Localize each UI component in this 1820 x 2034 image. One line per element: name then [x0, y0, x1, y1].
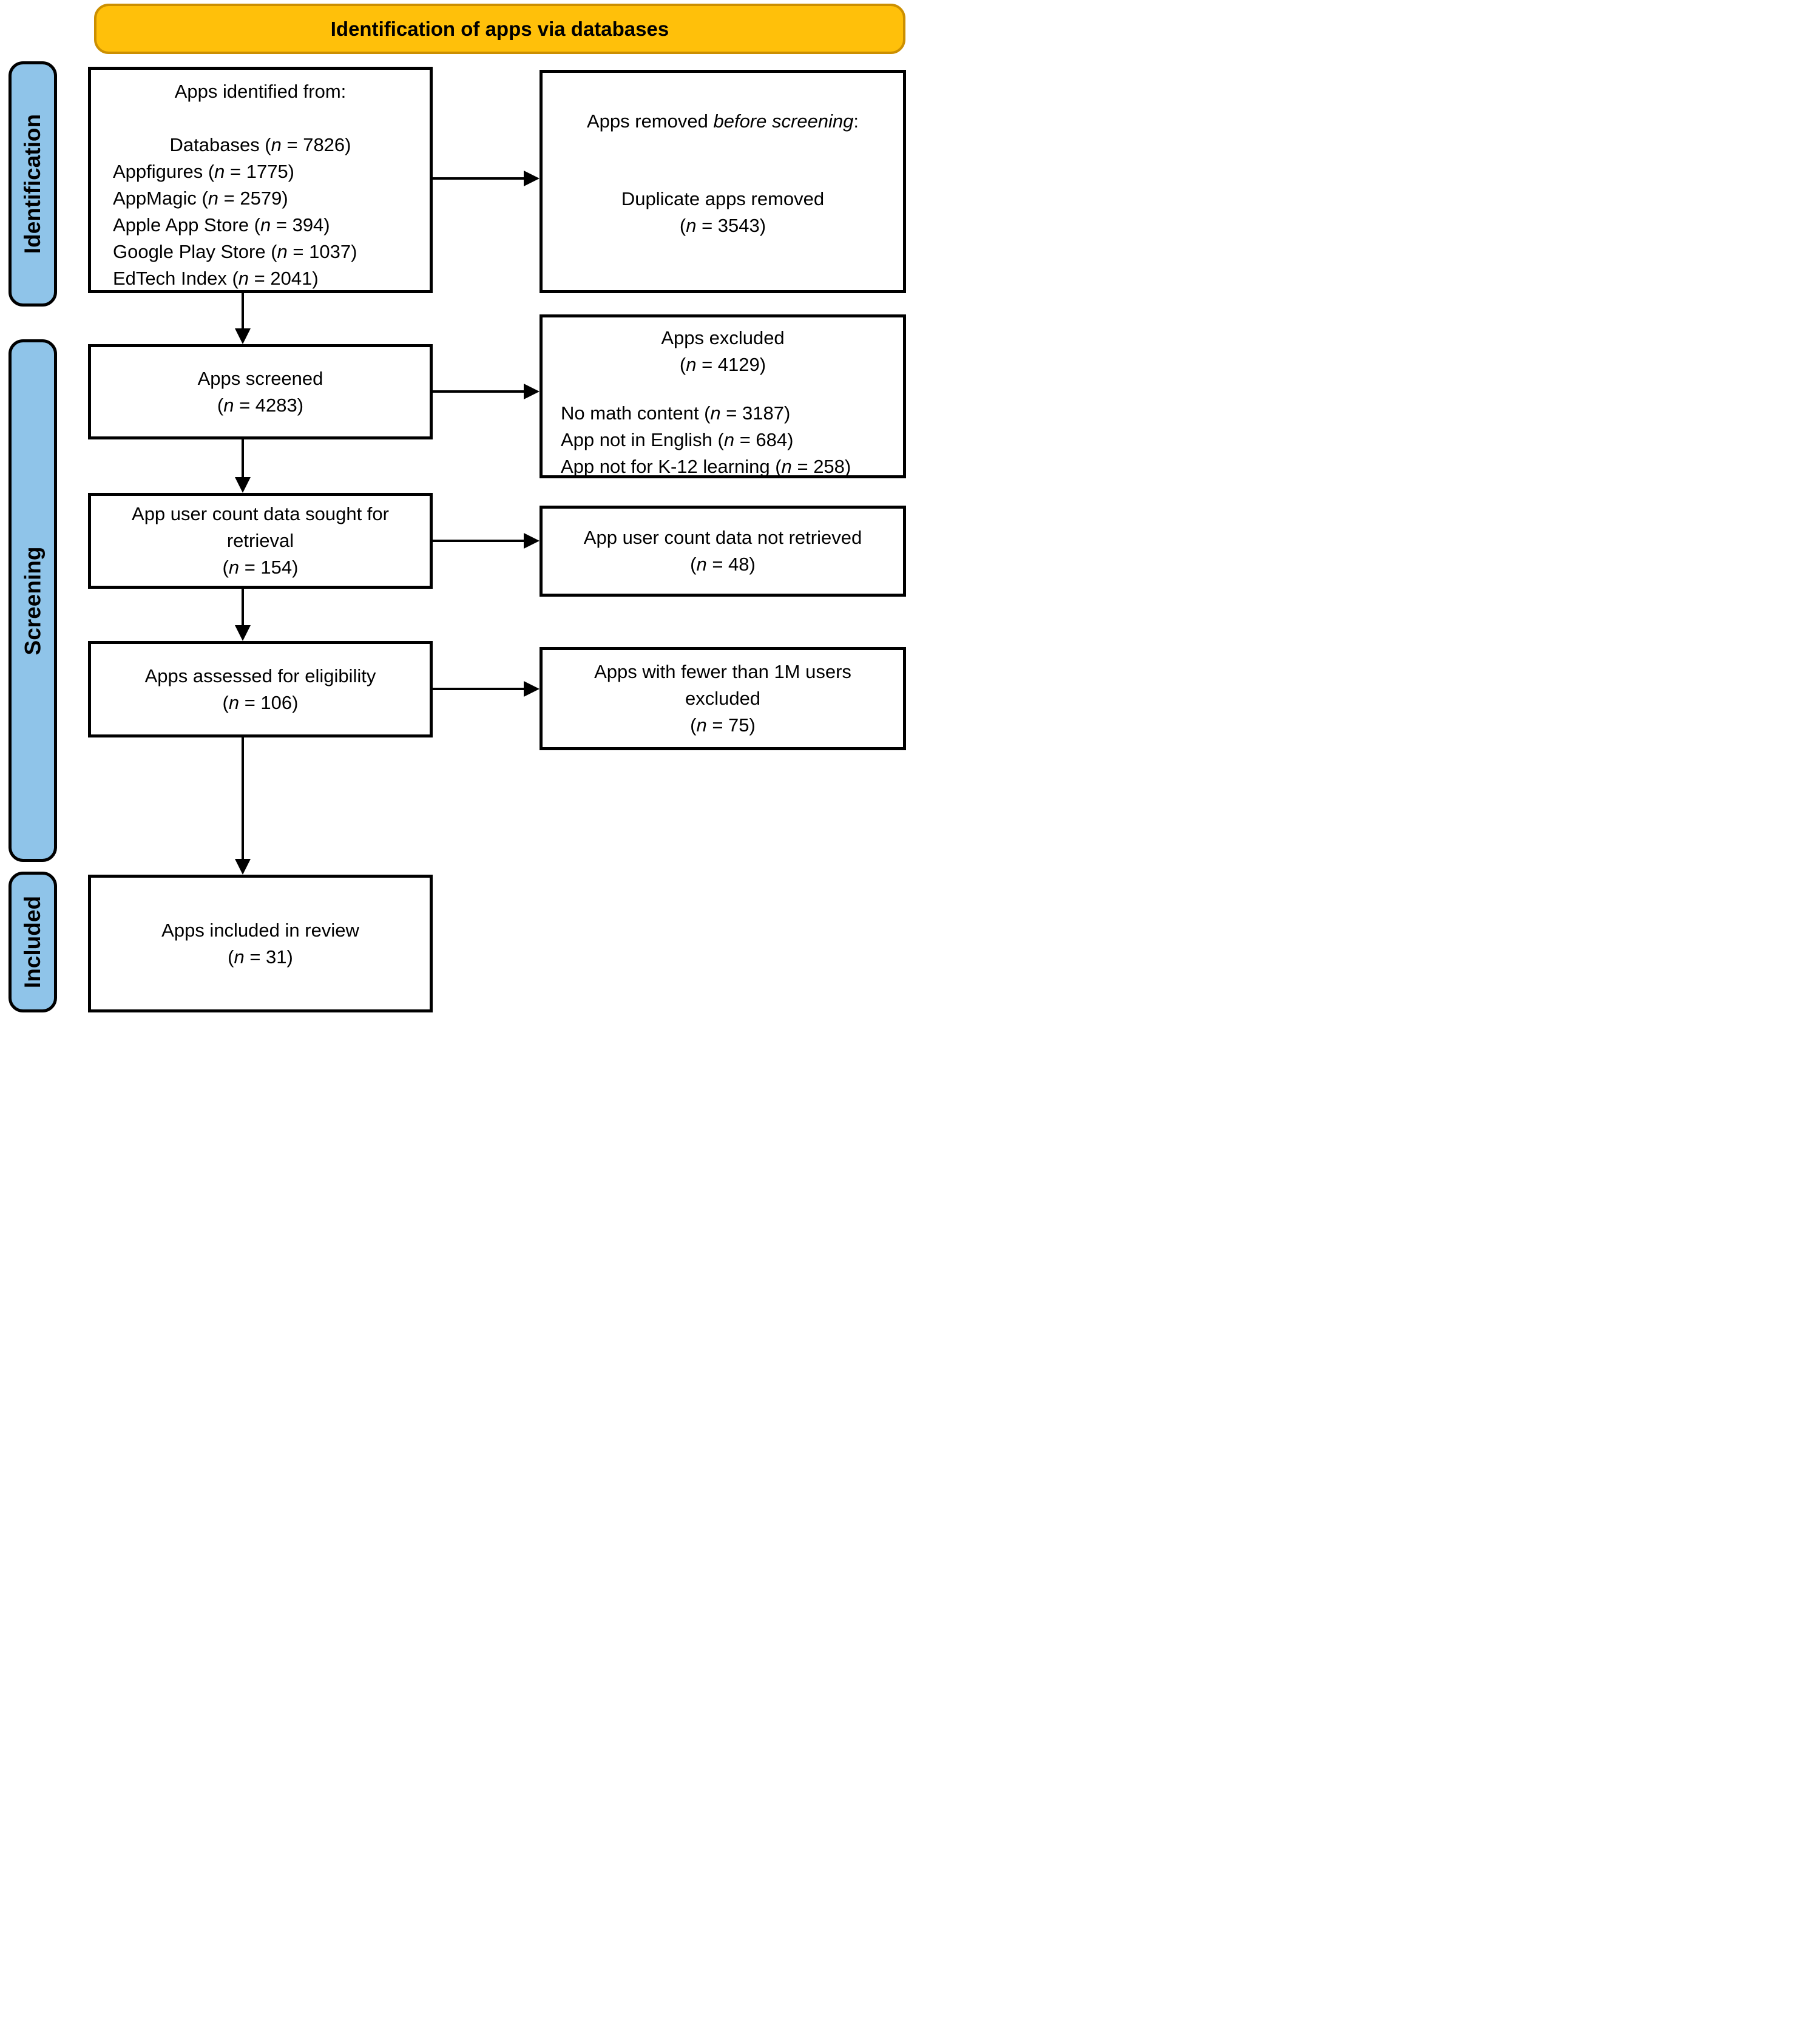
prisma-flow-diagram: Identification of apps via databases Ide…	[0, 0, 910, 1017]
banner-identification-of-apps: Identification of apps via databases	[94, 4, 905, 54]
box-title: Apps identified from:	[174, 81, 347, 102]
arrow-sought-to-assessed-line	[242, 589, 244, 626]
box-line: Apple App Store (n = 394)	[113, 214, 330, 236]
box-line: App user count data not retrieved	[583, 527, 862, 548]
box-line: Apps assessed for eligibility	[144, 665, 376, 686]
arrow-screened-to-excluded-line	[433, 390, 527, 393]
box-apps-screened: Apps screened (n = 4283)	[88, 344, 433, 439]
arrow-down-icon	[235, 477, 251, 493]
box-line: No math content (n = 3187)	[561, 402, 791, 424]
arrow-screened-to-sought-line	[242, 439, 244, 478]
arrow-down-icon	[235, 859, 251, 875]
box-line: Google Play Store (n = 1037)	[113, 241, 357, 262]
box-line: App not in English (n = 684)	[561, 429, 794, 450]
box-title: Apps removed before screening:	[586, 110, 859, 132]
arrow-right-icon	[524, 384, 540, 399]
box-line: Apps screened	[197, 367, 323, 389]
stage-identification-label: Identification	[20, 114, 46, 254]
stage-screening: Screening	[8, 339, 57, 862]
box-count: (n = 4129)	[679, 354, 766, 375]
stage-included: Included	[8, 872, 57, 1012]
box-line: App user count data sought for	[132, 503, 389, 524]
arrow-assessed-to-included-line	[242, 737, 244, 860]
box-line: (n = 4283)	[217, 394, 304, 416]
arrow-right-icon	[524, 681, 540, 697]
box-line: AppMagic (n = 2579)	[113, 188, 288, 209]
box-user-count-sought: App user count data sought for retrieval (…	[88, 493, 433, 589]
box-fewer-than-1m-users-excluded: Apps with fewer than 1M users excluded (n …	[540, 647, 906, 750]
source-list: Appfigures (n = 1775) AppMagic (n = 2579)…	[91, 158, 430, 292]
box-line: App not for K-12 learning (n = 258)	[561, 456, 851, 477]
stage-identification: Identification	[8, 61, 57, 307]
box-lines: App user count data sought for retrieval (…	[91, 496, 430, 586]
blank-line	[543, 135, 903, 186]
box-line: (n = 154)	[222, 557, 299, 578]
box-line: Duplicate apps removed	[621, 188, 825, 209]
box-apps-assessed: Apps assessed for eligibility (n = 106)	[88, 641, 433, 737]
arrow-identified-to-removed-line	[433, 177, 527, 180]
arrow-identified-to-screened-line	[242, 293, 244, 331]
arrow-down-icon	[235, 328, 251, 344]
box-user-count-not-retrieved: App user count data not retrieved (n = 48…	[540, 506, 906, 597]
box-line: (n = 106)	[222, 691, 299, 713]
box-lines: Apps with fewer than 1M users excluded (n …	[543, 650, 903, 747]
arrow-assessed-to-fewer-line	[433, 688, 527, 690]
box-line: Appfigures (n = 1775)	[113, 161, 295, 182]
arrow-sought-to-notretrieved-line	[433, 540, 527, 542]
arrow-right-icon	[524, 171, 540, 186]
box-line: excluded	[685, 688, 761, 709]
box-apps-excluded: Apps excluded (n = 4129) No math content…	[540, 314, 906, 478]
blank-line	[91, 105, 430, 132]
blank-line	[543, 378, 903, 400]
box-line: (n = 75)	[690, 714, 756, 736]
box-line: Apps included in review	[161, 919, 359, 941]
box-apps-identified: Apps identified from: Databases (n = 782…	[88, 67, 433, 293]
banner-label: Identification of apps via databases	[330, 17, 669, 40]
stage-screening-label: Screening	[20, 546, 45, 655]
box-lines: Duplicate apps removed (n = 3543)	[543, 186, 903, 239]
box-line: Apps with fewer than 1M users	[594, 661, 851, 682]
box-line: (n = 3543)	[679, 215, 766, 236]
box-lines: App user count data not retrieved (n = 48…	[543, 509, 903, 594]
box-line: retrieval	[226, 530, 294, 551]
box-line: (n = 31)	[228, 946, 293, 968]
box-title: Apps excluded	[661, 327, 785, 348]
box-lines: Apps assessed for eligibility (n = 106)	[91, 644, 430, 734]
box-apps-removed-before-screening: Apps removed before screening: Duplicate…	[540, 70, 906, 293]
box-line: Databases (n = 7826)	[169, 134, 351, 155]
stage-included-label: Included	[20, 895, 45, 989]
exclusion-reason-list: No math content (n = 3187) App not in Eng…	[543, 400, 903, 480]
arrow-down-icon	[235, 625, 251, 641]
box-line: EdTech Index (n = 2041)	[113, 268, 319, 289]
box-lines: Apps screened (n = 4283)	[91, 347, 430, 436]
box-apps-included-in-review: Apps included in review (n = 31)	[88, 875, 433, 1012]
box-line: (n = 48)	[690, 554, 756, 575]
arrow-right-icon	[524, 533, 540, 549]
box-lines: Apps included in review (n = 31)	[91, 878, 430, 1009]
